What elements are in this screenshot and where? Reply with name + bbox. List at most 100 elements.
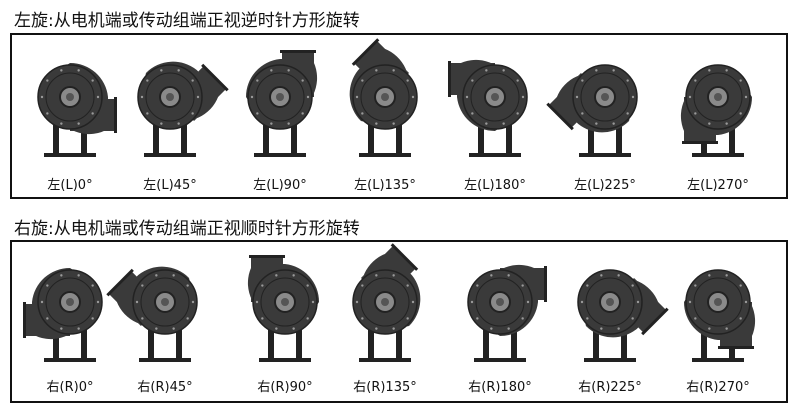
bolt — [392, 69, 395, 72]
bolt — [688, 95, 692, 99]
bolt — [490, 327, 493, 330]
fan-label: 右(R)90° — [257, 380, 313, 395]
section-title-right: 右旋:从电机端或传动组端正视顺时针方形旋转 — [14, 219, 360, 239]
bolt — [287, 69, 290, 72]
bolt — [708, 274, 711, 277]
bolt — [406, 112, 409, 115]
bolt — [91, 112, 94, 115]
bolt — [725, 274, 728, 277]
bolt — [270, 122, 273, 125]
bolt — [744, 300, 748, 304]
bolt — [612, 122, 615, 125]
bolt — [406, 317, 409, 320]
left-rotation-panel — [10, 33, 788, 199]
bolt — [626, 112, 629, 115]
fan-right-90 — [247, 255, 320, 362]
bolt — [406, 284, 409, 287]
bolt — [725, 69, 728, 72]
bolt — [392, 274, 395, 277]
bolt — [306, 95, 310, 99]
bolt — [612, 69, 615, 72]
bolt — [292, 327, 295, 330]
bolt — [96, 300, 100, 304]
fan-left-270 — [680, 64, 753, 157]
bolt — [311, 300, 315, 304]
bolt — [411, 300, 415, 304]
bolt — [256, 112, 259, 115]
bolt — [375, 327, 378, 330]
fan-label: 左(L)225° — [574, 178, 636, 193]
bolt — [40, 300, 44, 304]
bolt — [476, 317, 479, 320]
bolt — [406, 79, 409, 82]
fan-left-135 — [349, 38, 418, 157]
bolt — [694, 284, 697, 287]
fan-label: 左(L)270° — [687, 178, 749, 193]
bolt — [708, 122, 711, 125]
bolt — [46, 317, 49, 320]
bolt — [581, 79, 584, 82]
bolt — [471, 112, 474, 115]
bolt — [470, 300, 474, 304]
bolt — [155, 327, 158, 330]
bolt — [287, 122, 290, 125]
bolt — [135, 300, 139, 304]
bolt — [631, 284, 634, 287]
bolt — [375, 69, 378, 72]
bolt — [526, 300, 530, 304]
bolt — [694, 317, 697, 320]
bolt — [155, 274, 158, 277]
bolt — [600, 274, 603, 277]
bolt — [160, 122, 163, 125]
fan-left-90 — [245, 50, 318, 157]
bolt — [96, 95, 100, 99]
bolt — [140, 95, 144, 99]
bolt — [146, 112, 149, 115]
bolt — [507, 274, 510, 277]
bolt — [708, 327, 711, 330]
bolt — [261, 317, 264, 320]
bolt — [46, 284, 49, 287]
bolt — [60, 69, 63, 72]
bolt — [361, 284, 364, 287]
bolt — [146, 79, 149, 82]
bolt — [739, 284, 742, 287]
bolt — [256, 79, 259, 82]
bolt — [261, 284, 264, 287]
bolt — [581, 112, 584, 115]
fan-label: 右(R)0° — [46, 380, 94, 395]
fan-right-270 — [683, 269, 756, 362]
bolt — [60, 122, 63, 125]
bolt — [355, 95, 359, 99]
bolt — [521, 95, 525, 99]
bolt — [77, 69, 80, 72]
bolt — [306, 284, 309, 287]
bolt — [177, 69, 180, 72]
fan-label: 右(R)135° — [353, 380, 417, 395]
bolt — [255, 300, 259, 304]
bolt — [485, 69, 488, 72]
bolt — [411, 95, 415, 99]
bolt — [485, 122, 488, 125]
bolt — [355, 300, 359, 304]
bolt — [172, 327, 175, 330]
bolt — [694, 112, 697, 115]
bolt — [476, 284, 479, 287]
bolt — [600, 327, 603, 330]
bolt — [575, 95, 579, 99]
bolt — [46, 112, 49, 115]
bolt — [595, 69, 598, 72]
fan-right-135 — [352, 243, 421, 362]
bolt — [490, 274, 493, 277]
bolt — [91, 317, 94, 320]
bolt — [631, 317, 634, 320]
bolt — [191, 79, 194, 82]
fan-label: 左(L)180° — [464, 178, 526, 193]
bolt — [186, 317, 189, 320]
bolt — [392, 327, 395, 330]
fan-label: 左(L)0° — [47, 178, 93, 193]
bolt — [725, 122, 728, 125]
bolt — [586, 317, 589, 320]
bolt — [375, 122, 378, 125]
bolt — [502, 122, 505, 125]
